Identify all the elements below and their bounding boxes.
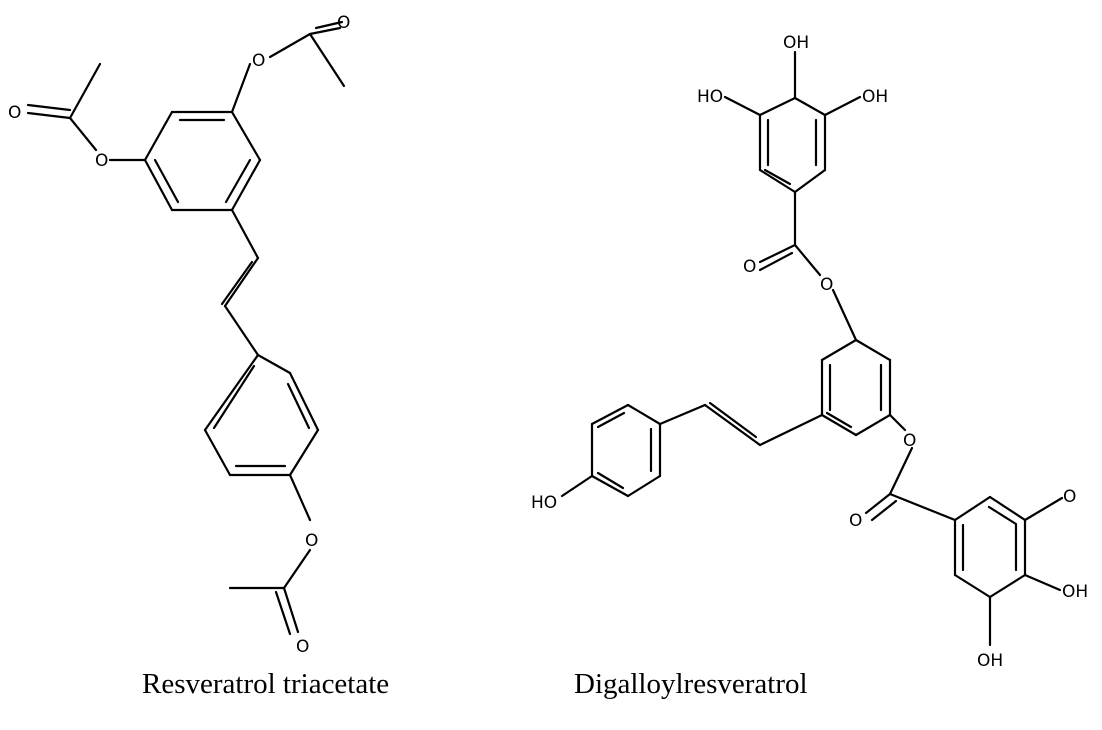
atom-label-carbonyl-o-top: O — [337, 13, 350, 33]
atom-label-carbonyl-o-left: O — [8, 103, 21, 123]
atom-label-oh-top-right: OH — [862, 87, 888, 107]
atom-label-ester-o-left: O — [95, 151, 108, 171]
atom-label-carbonyl-o-bottom: O — [849, 511, 862, 531]
atom-label-ho-phenol: HO — [531, 493, 557, 513]
atom-label-ester-o-top: O — [820, 275, 833, 295]
bottom-galloyl-ring — [953, 495, 1064, 647]
caption-digalloylresveratrol: Digalloylresveratrol — [574, 668, 808, 700]
atom-label-ho-top-left: HO — [697, 87, 723, 107]
caption-resveratrol-triacetate: Resveratrol triacetate — [142, 668, 390, 700]
hydroxyphenyl-ring — [560, 403, 662, 498]
trans-double-bond — [658, 401, 824, 447]
atom-label-carbonyl-o-bottom: O — [296, 637, 309, 657]
acetate-group-left — [26, 62, 147, 162]
atom-label-oh-bottom: OH — [977, 651, 1003, 671]
molecule-resveratrol-triacetate: O O O O O O — [8, 13, 350, 657]
acetate-group-bottom — [228, 473, 312, 636]
top-galloyl-ring — [723, 50, 862, 194]
top-ester-link — [758, 190, 858, 342]
atom-label-oh-bottom-right: OH — [1062, 582, 1088, 602]
central-benzene-ring — [820, 338, 892, 437]
bottom-ester-link — [864, 413, 957, 522]
atom-label-oh-top: OH — [783, 33, 809, 53]
atom-label-oh-bottom-upper: O — [1063, 487, 1076, 507]
upper-benzene-ring — [143, 110, 262, 212]
lower-benzene-ring — [203, 353, 320, 477]
atom-label-ester-o-top: O — [252, 51, 265, 71]
acetate-group-top — [230, 20, 346, 114]
atom-label-carbonyl-o-top: O — [743, 257, 756, 277]
trans-double-bond — [220, 208, 260, 357]
atom-label-ester-o-bottom: O — [903, 431, 916, 451]
molecule-digalloylresveratrol: OH HO OH O O O HO O O OH OH — [531, 33, 1088, 671]
atom-label-ester-o-bottom: O — [305, 531, 318, 551]
